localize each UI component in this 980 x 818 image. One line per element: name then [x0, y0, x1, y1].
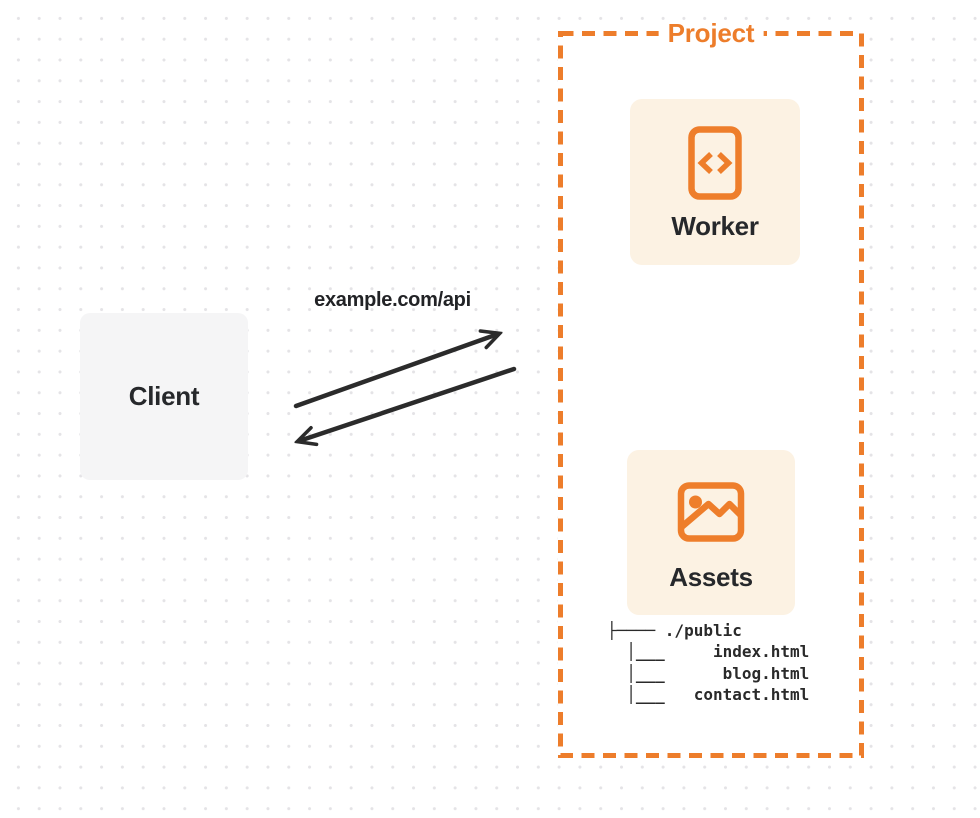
file-tree: ├──── ./public │___ index.html │___ blog…: [607, 620, 809, 706]
file-tree-item: │___ contact.html: [607, 685, 810, 705]
worker-node: Worker: [630, 99, 800, 265]
file-tree-item: │___ blog.html: [607, 663, 810, 683]
response-arrow: [299, 366, 517, 441]
image-icon: [677, 482, 745, 542]
code-document-icon: [688, 126, 742, 200]
client-label: Client: [128, 381, 200, 411]
file-tree-root: ├──── ./public: [607, 621, 742, 640]
project-container: Project Worker Assets ├──── ./public │__…: [558, 20, 864, 758]
file-tree-item: │___ index.html: [607, 642, 810, 662]
request-arrow: [293, 334, 498, 409]
assets-label: Assets: [669, 562, 753, 592]
client-node: Client: [80, 313, 248, 480]
assets-node: Assets: [627, 450, 795, 615]
request-url-label: example.com/api: [314, 289, 471, 311]
project-label: Project: [658, 20, 764, 46]
worker-label: Worker: [671, 211, 759, 241]
